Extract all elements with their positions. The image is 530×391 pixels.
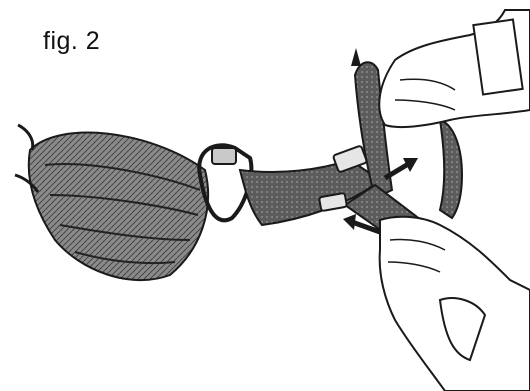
padded-leg-loop bbox=[15, 125, 208, 280]
arrow-right-icon bbox=[385, 158, 418, 178]
arrow-up-icon bbox=[351, 48, 361, 66]
lower-hand bbox=[380, 217, 530, 391]
upper-hand bbox=[379, 10, 530, 127]
